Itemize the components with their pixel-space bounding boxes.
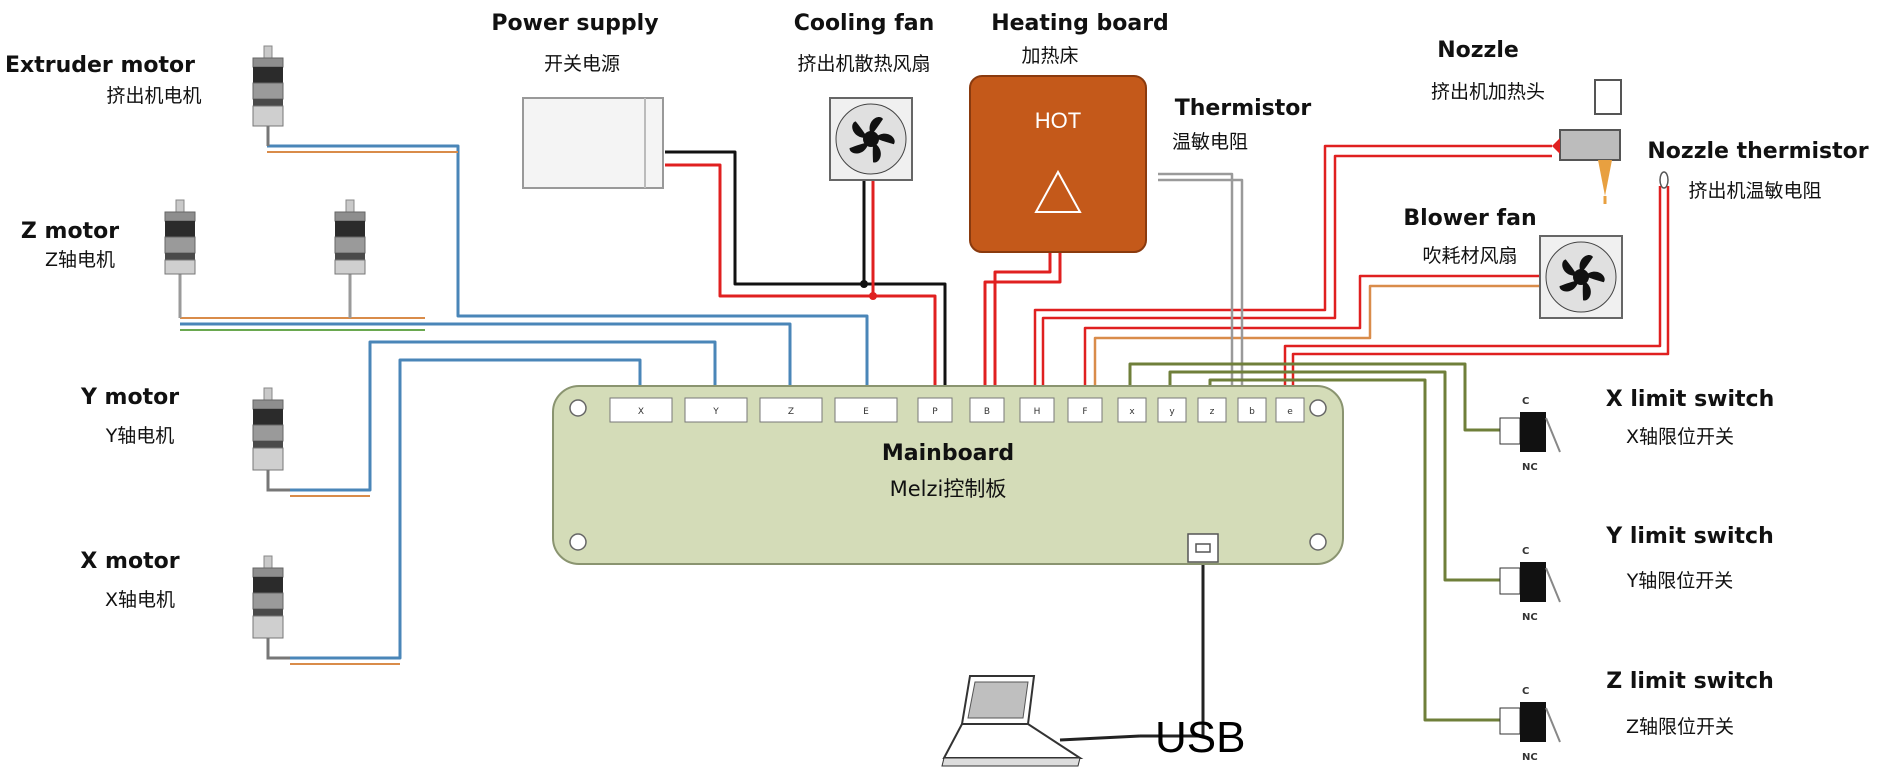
port-z-connector [1197, 397, 1227, 423]
wire-nozzle-heater [1033, 144, 1552, 398]
port-Y-label: Y [712, 407, 719, 417]
port-Z-label: Z [788, 407, 794, 417]
port-y-connector [1157, 397, 1187, 423]
port-X-label: X [638, 407, 644, 417]
thermistor-sublabel: 温敏电阻 [1172, 131, 1248, 153]
x-motor-icon [252, 555, 290, 660]
extruder-motor-icon [252, 45, 284, 146]
port-B-connector [969, 397, 1005, 423]
blower-fan-icon [1539, 235, 1623, 319]
y-motor-icon [252, 387, 290, 492]
z-limit-sublabel: Z轴限位开关 [1626, 716, 1734, 738]
port-b-connector [1237, 397, 1267, 423]
wire-bed-thermistor [1158, 172, 1234, 398]
nozzle-thermistor-sublabel: 挤出机温敏电阻 [1688, 180, 1821, 202]
wire-x-limit [1128, 362, 1520, 432]
port-H-label: H [1034, 407, 1041, 417]
port-e-label: e [1287, 407, 1293, 417]
z-motor-sublabel: Z轴电机 [45, 249, 115, 271]
port-x-label: x [1129, 407, 1135, 417]
heating-board-label: Heating board [991, 11, 1169, 36]
port-x-connector [1117, 397, 1147, 423]
power-supply-icon [522, 97, 664, 189]
y-limit-sublabel: Y轴限位开关 [1626, 570, 1734, 592]
z-motor-icon-right [334, 199, 366, 275]
wire-usb [1140, 562, 1205, 738]
y-limit-label: Y limit switch [1605, 524, 1774, 549]
heating-board-sublabel: 加热床 [1021, 45, 1078, 67]
port-Y-connector [684, 397, 748, 423]
x-limit-label: X limit switch [1606, 387, 1775, 412]
cooling-fan-label: Cooling fan [794, 11, 935, 36]
z-limit-label: Z limit switch [1606, 669, 1774, 694]
laptop-icon [941, 675, 1141, 767]
heating-board-icon [969, 75, 1147, 253]
cooling-fan-sublabel: 挤出机散热风扇 [797, 53, 930, 75]
z-limit-switch-icon: C NC [1499, 686, 1561, 763]
blower-fan-label: Blower fan [1403, 206, 1536, 231]
port-E-connector [834, 397, 898, 423]
nozzle-icon [1552, 79, 1622, 204]
y-motor-label: Y motor [80, 385, 179, 410]
wires [178, 144, 1670, 738]
thermistor-label: Thermistor [1175, 96, 1312, 121]
wire-heater [983, 252, 1062, 398]
port-z-label: z [1210, 407, 1215, 417]
x-limit-pin-nc: NC [1522, 462, 1538, 473]
wire-y-limit [1168, 370, 1520, 582]
nozzle-thermistor-icon [1659, 171, 1669, 189]
extruder-motor-sublabel: 挤出机电机 [106, 85, 201, 107]
x-motor-sublabel: X轴电机 [105, 589, 175, 611]
extruder-motor-label: Extruder motor [5, 53, 195, 78]
y-limit-pin-nc: NC [1522, 612, 1538, 623]
power-supply-sublabel: 开关电源 [544, 53, 620, 75]
wire-extruder-motor [267, 144, 869, 398]
wire-z-motor [180, 322, 792, 398]
wire-blower-fan [1083, 274, 1540, 398]
nozzle-sublabel: 挤出机加热头 [1431, 81, 1545, 103]
port-P-label: P [932, 407, 938, 417]
x-limit-sublabel: X轴限位开关 [1626, 426, 1734, 448]
z-limit-pin-c: C [1522, 686, 1529, 697]
wire-psu-negative [665, 150, 947, 398]
x-limit-pin-c: C [1522, 396, 1529, 407]
cooling-fan-icon [829, 97, 913, 181]
y-limit-switch-icon: C NC [1499, 546, 1561, 623]
port-e-connector [1275, 397, 1305, 423]
port-F-connector [1067, 397, 1103, 423]
wire-x-motor [290, 358, 642, 660]
power-supply-label: Power supply [491, 11, 658, 36]
wire-y-motor [290, 340, 717, 492]
port-F-label: F [1082, 407, 1087, 417]
wire-psu-positive [665, 163, 937, 398]
hot-label: HOT [1035, 108, 1081, 133]
port-B-label: B [984, 407, 990, 417]
port-H-connector [1019, 397, 1055, 423]
port-X-connector [609, 397, 673, 423]
z-limit-pin-nc: NC [1522, 752, 1538, 763]
mainboard-sublabel: Melzi控制板 [890, 477, 1007, 501]
port-E-label: E [863, 407, 869, 417]
port-Z-connector [759, 397, 823, 423]
z-motor-label: Z motor [21, 219, 119, 244]
port-b-label: b [1249, 407, 1255, 417]
mainboard-icon [552, 385, 1344, 565]
mainboard-label: Mainboard [882, 441, 1014, 466]
blower-fan-sublabel: 吹耗材风扇 [1422, 245, 1517, 267]
x-motor-label: X motor [80, 549, 179, 574]
y-motor-sublabel: Y轴电机 [105, 425, 175, 447]
nozzle-thermistor-label: Nozzle thermistor [1647, 139, 1868, 164]
x-limit-switch-icon: C NC [1499, 396, 1561, 473]
nozzle-label: Nozzle [1437, 38, 1519, 63]
port-P-connector [917, 397, 953, 423]
usb-label: USB [1155, 713, 1245, 762]
y-limit-pin-c: C [1522, 546, 1529, 557]
port-y-label: y [1169, 407, 1175, 417]
z-motor-icon-left [164, 199, 196, 275]
